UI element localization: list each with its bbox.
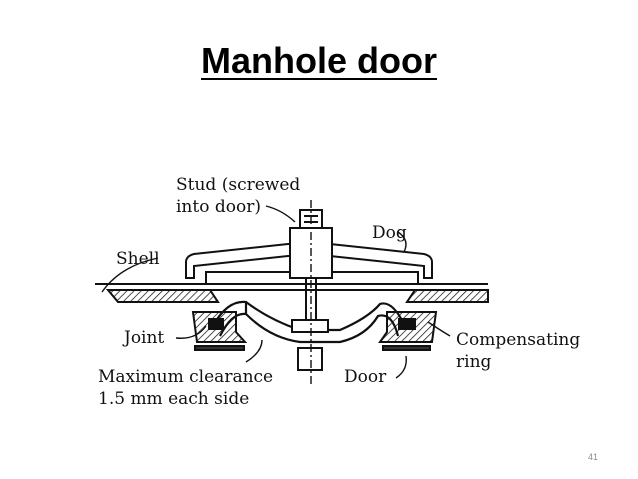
leader-lines xyxy=(101,205,451,379)
label-shell: Shell xyxy=(116,249,160,269)
label-compensating-line2: ring xyxy=(456,352,492,372)
label-max-clearance-line1: Maximum clearance xyxy=(98,367,273,387)
shell-plate xyxy=(95,283,489,303)
stud-and-nut xyxy=(289,200,333,384)
label-stud-line1: Stud (screwed xyxy=(176,175,300,195)
slide-title: Manhole door xyxy=(201,40,437,81)
label-door: Door xyxy=(344,367,387,387)
label-stud-line2: into door) xyxy=(176,197,261,217)
label-dog: Dog xyxy=(372,223,407,243)
diagram-labels: Stud (screwed into door) Dog Shell Joint… xyxy=(98,175,580,409)
label-compensating-line1: Compensating xyxy=(456,330,580,350)
label-joint: Joint xyxy=(122,328,164,348)
slide-number: 41 xyxy=(588,452,599,462)
label-max-clearance-line2: 1.5 mm each side xyxy=(98,389,249,409)
